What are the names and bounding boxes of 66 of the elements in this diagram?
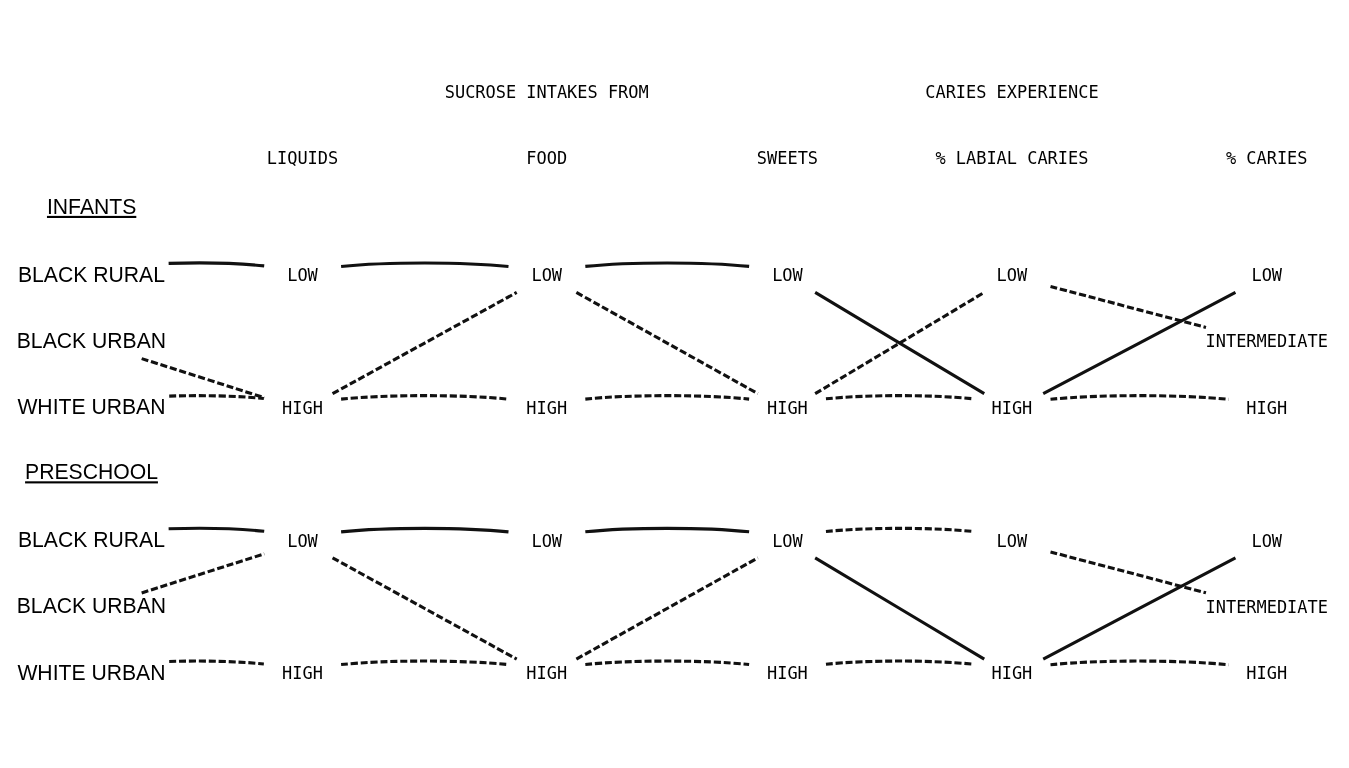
label: % LABIAL CARIES xyxy=(935,147,1089,168)
node-text: LOW xyxy=(1251,530,1283,551)
connector xyxy=(340,526,509,534)
node-text: INTERMEDIATE xyxy=(1205,331,1328,352)
connector xyxy=(1042,556,1237,661)
node-text: WHITE URBAN xyxy=(17,395,166,419)
node-text: LOW xyxy=(772,530,803,551)
connector xyxy=(575,291,759,396)
connector xyxy=(331,556,518,661)
label: SUCROSE INTAKES FROM xyxy=(444,81,649,102)
node-text: BLACK RURAL xyxy=(17,528,165,552)
label: % CARIES xyxy=(1225,147,1308,168)
label: CARIES EXPERIENCE xyxy=(925,81,1099,102)
node-text: HIGH xyxy=(526,663,568,684)
connector xyxy=(1050,659,1229,667)
connector xyxy=(585,261,750,268)
node-text: LOW xyxy=(996,530,1028,551)
node-text: HIGH xyxy=(991,663,1033,684)
node-text: HIGH xyxy=(991,397,1033,418)
node-text: HIGH xyxy=(767,663,808,684)
connector xyxy=(825,394,974,401)
node-text: HIGH xyxy=(282,397,323,418)
connector xyxy=(575,556,759,661)
connector xyxy=(331,291,518,396)
connector xyxy=(1042,291,1237,396)
connector xyxy=(340,659,509,667)
node-text: LOW xyxy=(531,265,563,286)
node-text: BLACK URBAN xyxy=(16,594,167,618)
node-text: WHITE URBAN xyxy=(17,660,166,684)
connector xyxy=(814,556,986,661)
connector xyxy=(168,526,265,533)
connector xyxy=(585,659,750,667)
connector xyxy=(340,394,509,401)
connector xyxy=(169,394,264,401)
node-text: LOW xyxy=(772,265,803,286)
connector xyxy=(1050,394,1229,401)
node-text: LOW xyxy=(531,530,563,551)
node-text: HIGH xyxy=(1246,663,1288,684)
node-text: BLACK URBAN xyxy=(16,329,167,352)
node-text: LOW xyxy=(1251,265,1283,286)
label: FOOD xyxy=(526,147,568,168)
connector xyxy=(825,526,974,534)
label: INFANTS xyxy=(46,194,137,218)
connector xyxy=(814,291,986,395)
node-text: INTERMEDIATE xyxy=(1205,596,1328,617)
connector xyxy=(168,261,265,268)
node-text: LOW xyxy=(287,530,318,551)
node-text: HIGH xyxy=(1246,397,1288,418)
node-text: HIGH xyxy=(282,663,323,684)
connector xyxy=(340,261,509,268)
node-text: LOW xyxy=(287,265,318,286)
connector xyxy=(1050,285,1207,329)
connector xyxy=(585,526,750,534)
label: PRESCHOOL xyxy=(25,460,158,484)
connector xyxy=(169,659,264,666)
node-text: HIGH xyxy=(767,397,808,418)
label: SWEETS xyxy=(756,147,819,168)
node-text: HIGH xyxy=(526,397,568,418)
connector xyxy=(141,552,265,595)
node-text: BLACK RURAL xyxy=(17,262,165,286)
label: LIQUIDS xyxy=(266,147,339,168)
connector xyxy=(825,659,974,666)
connector xyxy=(585,394,750,401)
node-text: LOW xyxy=(996,265,1028,286)
connector xyxy=(1050,550,1207,595)
connector xyxy=(141,357,265,400)
